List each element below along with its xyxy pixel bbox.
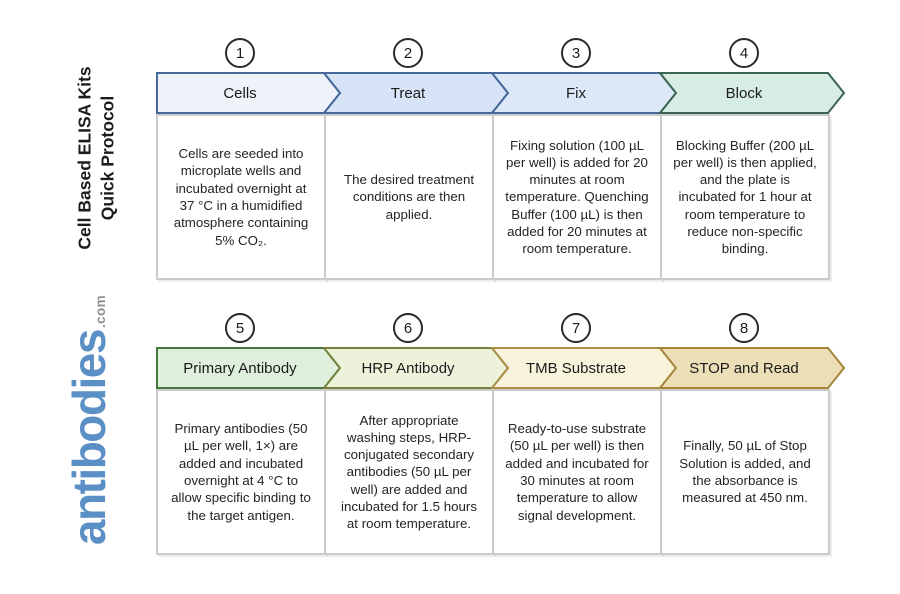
arrow-label-treat: Treat bbox=[390, 84, 426, 102]
arrow-outline-stop-and-read bbox=[657, 347, 846, 389]
step-number-badge-7: 7 bbox=[561, 313, 591, 343]
step-description-7: Ready-to-use substrate (50 µL per well) … bbox=[492, 389, 662, 555]
arrow-label-cells: Cells bbox=[223, 84, 257, 102]
arrow-shape-fix bbox=[492, 73, 676, 113]
step-number-row: 1 2 3 4 bbox=[156, 38, 848, 70]
step-number-badge-6: 6 bbox=[393, 313, 423, 343]
arrow-label-block: Block bbox=[725, 84, 763, 102]
arrow-shape-block bbox=[660, 73, 844, 113]
page-title-line2: Quick Protocol bbox=[97, 95, 117, 221]
description-row: Cells are seeded into microplate wells a… bbox=[156, 114, 848, 280]
arrow-label-tmb-substrate: TMB Substrate bbox=[525, 359, 627, 377]
arrow-shape-tmb-substrate bbox=[492, 348, 676, 388]
arrow-shapes bbox=[156, 72, 846, 114]
step-description-3: Fixing solution (100 µL per well) is add… bbox=[492, 114, 662, 280]
step-number-badge-8: 8 bbox=[729, 313, 759, 343]
step-number-badge-1: 1 bbox=[225, 38, 255, 68]
protocol-row-1: 1 2 3 4 Cells Treat Fix Block Cells are … bbox=[156, 38, 848, 280]
step-description-8: Finally, 50 µL of Stop Solution is added… bbox=[660, 389, 830, 555]
step-number-badge-3: 3 bbox=[561, 38, 591, 68]
step-description-2: The desired treatment conditions are the… bbox=[324, 114, 494, 280]
antibodies-logo: antibodies.com bbox=[62, 295, 116, 545]
step-number-row: 5 6 7 8 bbox=[156, 313, 848, 345]
arrow-shape-stop-and-read bbox=[660, 348, 844, 388]
arrow-label-hrp-antibody: HRP Antibody bbox=[361, 359, 455, 377]
arrow-label-primary-antibody: Primary Antibody bbox=[183, 359, 297, 377]
step-description-4: Blocking Buffer (200 µL per well) is the… bbox=[660, 114, 830, 280]
protocol-row-2: 5 6 7 8 Primary Antibody HRP Antibody TM… bbox=[156, 313, 848, 555]
step-number-badge-4: 4 bbox=[729, 38, 759, 68]
page-title: Cell Based ELISA Kits Quick Protocol bbox=[73, 66, 119, 249]
arrow-outline-block bbox=[657, 72, 846, 114]
arrow-header-row: Primary Antibody HRP Antibody TMB Substr… bbox=[156, 347, 848, 389]
arrow-shape-hrp-antibody bbox=[324, 348, 508, 388]
logo-domain-suffix: .com bbox=[93, 294, 108, 329]
arrow-shape-cells bbox=[157, 73, 340, 113]
step-description-6: After appropriate washing steps, HRP-con… bbox=[324, 389, 494, 555]
arrow-label-stop-and-read: STOP and Read bbox=[689, 359, 799, 377]
arrow-header-row: Cells Treat Fix Block bbox=[156, 72, 848, 114]
description-row: Primary antibodies (50 µL per well, 1×) … bbox=[156, 389, 848, 555]
logo-wordmark: antibodies bbox=[63, 330, 115, 546]
arrow-shape-treat bbox=[324, 73, 508, 113]
arrow-shape-primary-antibody bbox=[157, 348, 340, 388]
step-number-badge-5: 5 bbox=[225, 313, 255, 343]
page-title-line1: Cell Based ELISA Kits bbox=[74, 66, 95, 250]
step-number-badge-2: 2 bbox=[393, 38, 423, 68]
arrow-shapes bbox=[156, 347, 846, 389]
step-description-5: Primary antibodies (50 µL per well, 1×) … bbox=[156, 389, 326, 555]
step-description-1: Cells are seeded into microplate wells a… bbox=[156, 114, 326, 280]
arrow-label-fix: Fix bbox=[566, 84, 586, 102]
